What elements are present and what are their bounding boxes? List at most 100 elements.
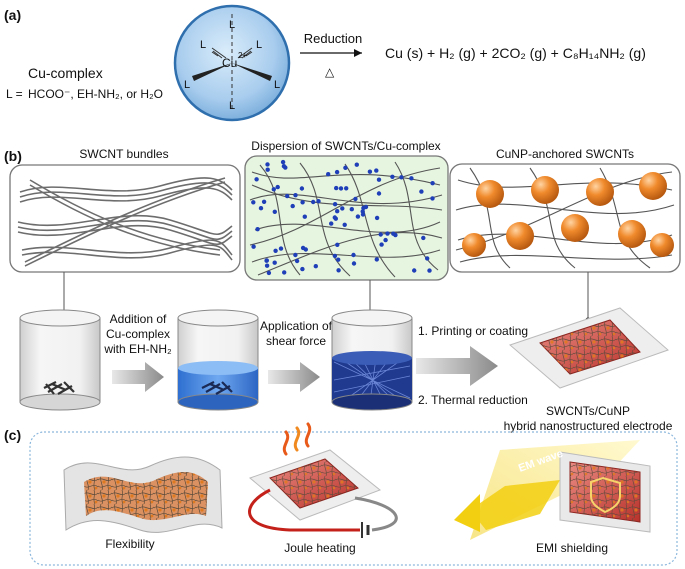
- cu-complex-dot: [275, 184, 280, 190]
- cu-complex-dot: [278, 246, 284, 251]
- cu-complex-dot: [349, 207, 354, 212]
- cu-complex-dot: [343, 165, 348, 170]
- box3-title: CuNP-anchored SWCNTs: [496, 147, 634, 161]
- hybrid-electrode: [509, 307, 669, 389]
- step2-line1: Application of: [260, 319, 333, 333]
- cu-complex-dot: [336, 257, 341, 262]
- cu-complex-dot: [255, 227, 260, 232]
- cu-complex-dot: [376, 191, 382, 196]
- result-line2: hybrid nanostructured electrode: [504, 419, 673, 433]
- cu-nanoparticle: [531, 176, 559, 204]
- reaction-products: Cu (s) + H₂ (g) + 2CO₂ (g) + C₈H₁₄NH₂ (g…: [385, 45, 646, 61]
- cu-complex-dot: [261, 199, 267, 204]
- step3-line1: 1. Printing or coating: [418, 324, 528, 338]
- swcnt-bundles-box: [9, 164, 241, 273]
- cu-complex-dot: [258, 206, 264, 211]
- emi-shielding-device: [454, 440, 651, 540]
- ligand-lower-left: L: [184, 79, 190, 91]
- cu-nanoparticle: [462, 233, 486, 257]
- cu-complex-dot: [390, 174, 395, 179]
- applications-frame: [29, 431, 678, 566]
- cu-complex-dot: [421, 235, 426, 241]
- cu-complex-dot: [344, 186, 349, 191]
- cu-complex-dot: [332, 202, 338, 207]
- cu-complex-dot: [293, 193, 298, 198]
- cu-complex-dot: [280, 159, 286, 165]
- cu-complex-dot: [360, 212, 366, 217]
- cu-complex-dot: [293, 252, 298, 258]
- cu-complex-dot: [311, 199, 316, 205]
- cu-complex-dot: [300, 200, 305, 205]
- cu-complex-dot: [294, 258, 300, 264]
- cu-complex-dot: [266, 270, 272, 276]
- ligand-top: L: [229, 19, 235, 31]
- cu-complex-dot: [374, 257, 379, 262]
- cu-complex-dot: [379, 242, 384, 247]
- heat-waves-icon: [282, 422, 312, 456]
- cu-complex-dot: [374, 168, 379, 173]
- cu-nanoparticle: [650, 233, 674, 257]
- cu-complex-dot: [355, 214, 361, 219]
- cu-complex-dot: [335, 242, 340, 247]
- metal-center: Cu: [222, 56, 237, 70]
- cu-complex-sphere: L L L L L L Cu 2+: [173, 4, 291, 122]
- cu-complex-dot: [302, 214, 307, 219]
- metal-charge: 2+: [238, 51, 247, 60]
- app-emi-shielding-label: EMI shielding: [536, 541, 608, 555]
- cu-nanoparticle: [476, 180, 504, 208]
- cu-complex-dot: [430, 181, 435, 186]
- cu-complex-dot: [300, 266, 305, 272]
- cu-nanoparticle: [561, 214, 589, 242]
- cu-complex-dot: [336, 268, 341, 273]
- cu-complex-dot: [272, 209, 277, 214]
- ligand-upper-left: L: [200, 39, 206, 51]
- step2-line2: shear force: [266, 334, 326, 348]
- cu-complex-dot: [374, 215, 380, 221]
- shield-icon: [590, 476, 621, 514]
- cu-nanoparticle: [506, 222, 534, 250]
- cu-complex-dot: [378, 232, 383, 237]
- step1-line1: Addition of: [110, 312, 167, 326]
- cu-complex-dot: [427, 268, 432, 273]
- cu-nanoparticle: [639, 172, 667, 200]
- cu-complex-dot: [367, 169, 373, 174]
- ligand-definition-list: HCOO⁻, EH-NH₂, or H₂O: [28, 87, 163, 101]
- step-arrow-3: [416, 346, 498, 386]
- cu-complex-dot: [313, 264, 318, 269]
- cu-complex-dot: [353, 196, 358, 202]
- cu-complex-dot: [273, 248, 278, 253]
- cu-complex-dot: [299, 186, 305, 191]
- cu-complex-dot: [300, 245, 306, 251]
- step-arrow-2: [268, 362, 320, 392]
- cu-complex-dot: [254, 177, 259, 182]
- red-wire: [248, 488, 360, 532]
- cu-complex-dot: [399, 175, 404, 180]
- cu-complex-dot: [264, 263, 270, 268]
- cu-complex-dots: [251, 159, 435, 276]
- cu-complex-dot: [265, 167, 270, 172]
- cu-complex-dot: [412, 268, 417, 273]
- cu-complex-dot: [391, 231, 396, 236]
- result-line1: SWCNTs/CuNP: [546, 404, 630, 418]
- cu-complex-dot: [285, 193, 290, 199]
- ligand-definition-label: L =: [6, 87, 23, 101]
- cu-complex-dot: [251, 244, 256, 249]
- cu-complex-dot: [326, 172, 331, 177]
- cu-complex-dot: [334, 169, 340, 175]
- em-wave-arrow: [470, 480, 560, 530]
- cu-complex-dot: [338, 186, 344, 191]
- cu-complex-dot: [354, 162, 359, 167]
- panel-a-tag: (a): [4, 7, 21, 23]
- cu-complex-dot: [351, 261, 357, 266]
- cu-complex-dot: [351, 252, 356, 258]
- beaker-3: [331, 309, 413, 411]
- ligand-lower-right: L: [274, 79, 280, 91]
- cu-complex-dot: [334, 185, 339, 191]
- cu-complex-dot: [383, 237, 388, 243]
- step3-line2: 2. Thermal reduction: [418, 393, 528, 407]
- ligand-upper-right: L: [256, 39, 262, 51]
- ligand-bottom: L: [229, 100, 235, 112]
- complex-title: Cu-complex: [28, 65, 103, 81]
- cunp-anchored-box: [449, 163, 681, 273]
